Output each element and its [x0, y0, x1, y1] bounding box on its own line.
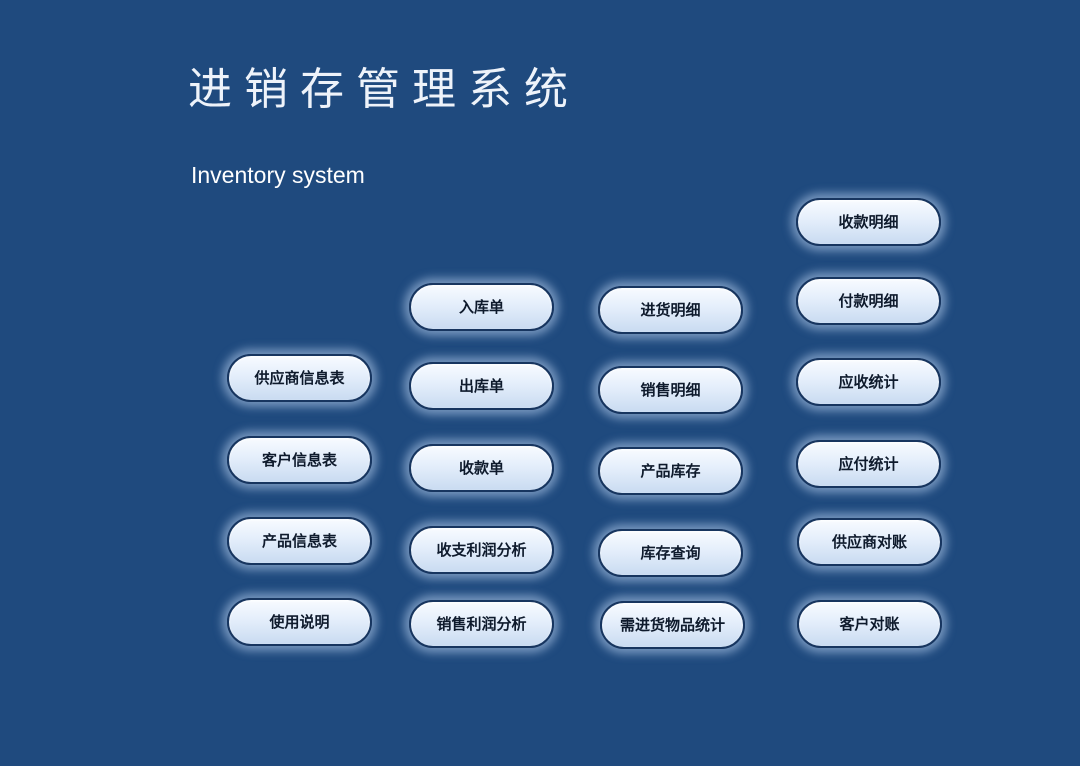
receipt-detail-button[interactable]: 收款明细 — [796, 198, 941, 246]
sales-detail-button[interactable]: 销售明细 — [598, 366, 743, 414]
stock-out-form-button[interactable]: 出库单 — [409, 362, 554, 410]
customer-reconciliation-button[interactable]: 客户对账 — [797, 600, 942, 648]
supplier-info-button[interactable]: 供应商信息表 — [227, 354, 372, 402]
purchase-detail-button[interactable]: 进货明细 — [598, 286, 743, 334]
receivable-stats-button[interactable]: 应收统计 — [796, 358, 941, 406]
user-guide-button[interactable]: 使用说明 — [227, 598, 372, 646]
payable-stats-button[interactable]: 应付统计 — [796, 440, 941, 488]
stock-in-form-button[interactable]: 入库单 — [409, 283, 554, 331]
sales-profit-analysis-button[interactable]: 销售利润分析 — [409, 600, 554, 648]
supplier-reconciliation-button[interactable]: 供应商对账 — [797, 518, 942, 566]
payment-detail-button[interactable]: 付款明细 — [796, 277, 941, 325]
customer-info-button[interactable]: 客户信息表 — [227, 436, 372, 484]
product-info-button[interactable]: 产品信息表 — [227, 517, 372, 565]
page-title: 进销存管理系统 — [188, 64, 580, 115]
product-stock-button[interactable]: 产品库存 — [598, 447, 743, 495]
receipt-form-button[interactable]: 收款单 — [409, 444, 554, 492]
stock-query-button[interactable]: 库存查询 — [598, 529, 743, 577]
restock-items-stats-button[interactable]: 需进货物品统计 — [600, 601, 745, 649]
page-subtitle: Inventory system — [191, 162, 365, 188]
income-profit-analysis-button[interactable]: 收支利润分析 — [409, 526, 554, 574]
